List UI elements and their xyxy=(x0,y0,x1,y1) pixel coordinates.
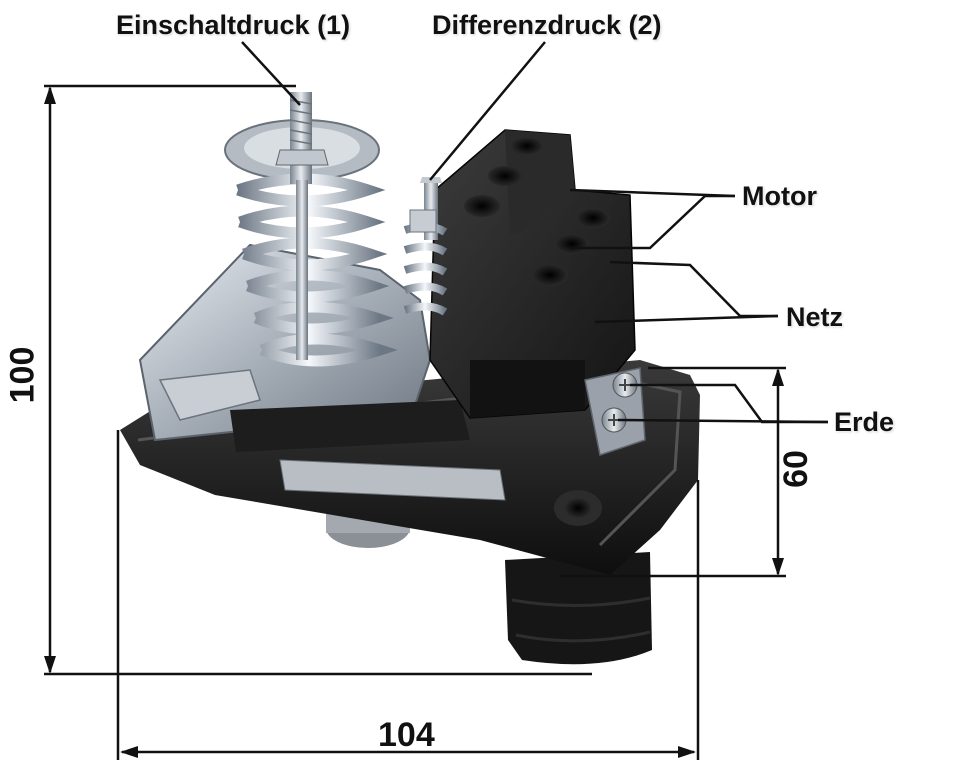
dimension-height-value: 100 xyxy=(3,346,42,404)
label-einschaltdruck: Einschaltdruck (1) xyxy=(116,10,351,40)
leader-netz-2 xyxy=(594,314,779,324)
label-erde: Erde xyxy=(834,407,895,437)
leader-lines xyxy=(241,41,829,424)
leader-erde-2 xyxy=(617,418,829,424)
leader-einschaltdruck xyxy=(241,41,301,106)
main-spring xyxy=(224,92,398,367)
leader-netz-1 xyxy=(609,260,778,318)
label-netz: Netz xyxy=(786,302,844,332)
leader-motor-2 xyxy=(570,194,735,250)
dimension-lines xyxy=(44,84,786,760)
contact-bar xyxy=(230,400,470,452)
label-differenzdruck: Differenzdruck (2) xyxy=(432,10,662,40)
differential-spring xyxy=(403,177,448,316)
dimension-depth-value: 60 xyxy=(776,450,815,488)
dimension-width-value: 104 xyxy=(378,716,435,754)
pressure-switch-device xyxy=(120,92,700,665)
cable-gland xyxy=(505,552,652,665)
earth-terminal xyxy=(584,367,646,456)
leader-differenzdruck xyxy=(429,41,546,181)
label-motor: Motor xyxy=(742,181,817,211)
